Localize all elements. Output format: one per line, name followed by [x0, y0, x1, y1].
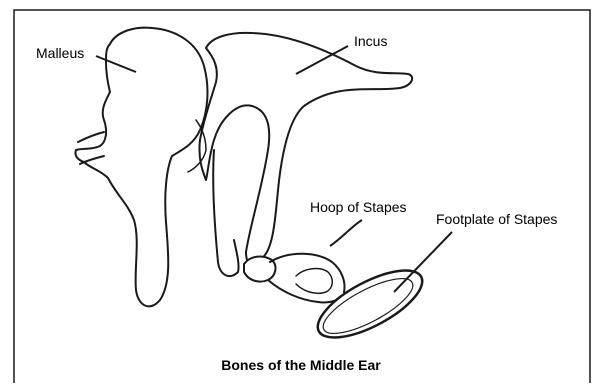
- incus-label: Incus: [354, 33, 387, 49]
- incus-short-process: [213, 150, 238, 276]
- stapes-hoop: [270, 254, 345, 292]
- diagram-caption: Bones of the Middle Ear: [221, 357, 381, 373]
- hoop-of-stapes-leader-line: [330, 220, 362, 246]
- incus-bone: [199, 33, 412, 263]
- malleus-label: Malleus: [36, 45, 84, 61]
- footplate-of-stapes-label: Footplate of Stapes: [436, 211, 557, 227]
- stapes-inner-arch: [296, 269, 332, 294]
- stapes-head: [244, 257, 275, 282]
- hoop-of-stapes-label: Hoop of Stapes: [310, 199, 407, 215]
- malleus-bone: [75, 28, 207, 307]
